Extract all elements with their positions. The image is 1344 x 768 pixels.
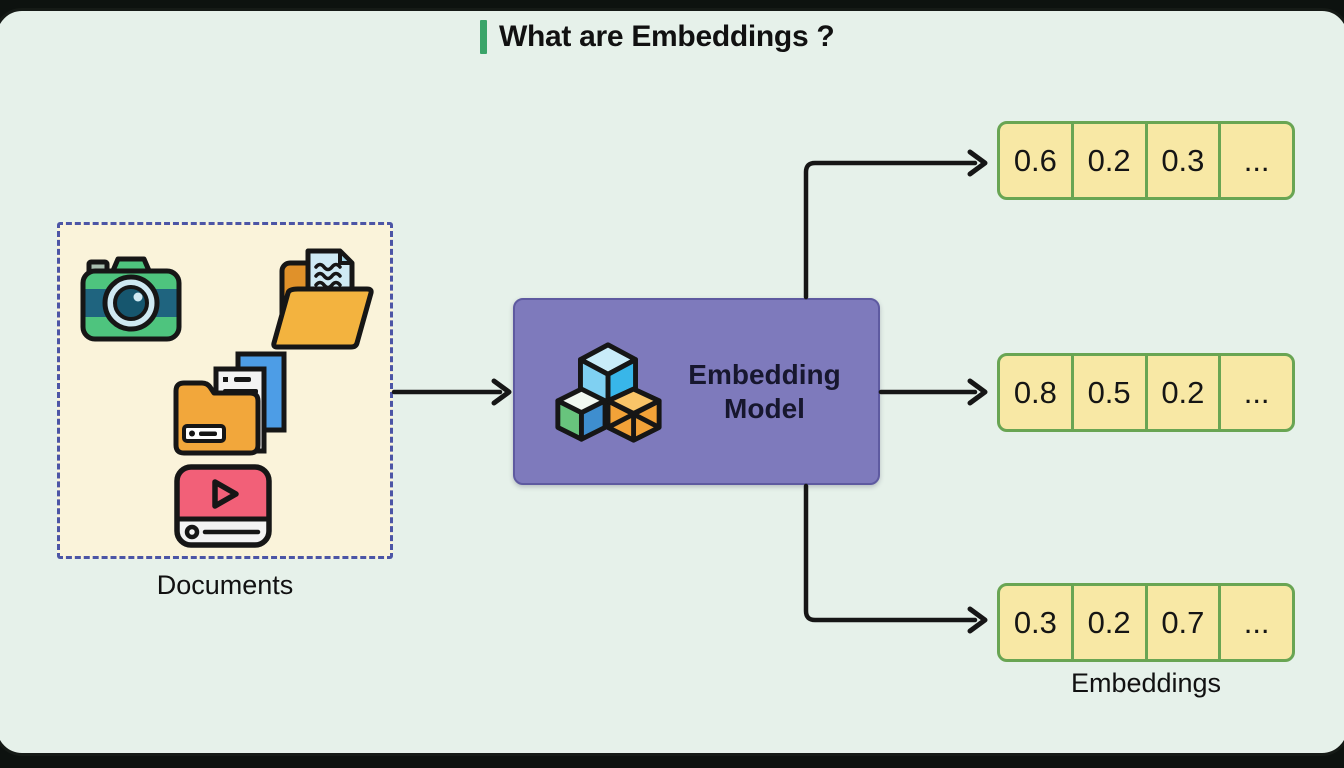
title-accent-bar (480, 20, 487, 54)
embedding-model-label-line1: Embedding (688, 359, 841, 391)
vector-cell: 0.3 (1013, 604, 1057, 640)
vector-cell: 0.2 (1070, 586, 1145, 659)
embedding-vector-row-3: 0.3 0.2 0.7 ... (997, 583, 1295, 662)
cubes-icon (549, 333, 667, 451)
vector-cell: 0.5 (1070, 356, 1145, 429)
title-text: What are Embeddings ? (499, 20, 835, 53)
vector-cell: ... (1218, 586, 1292, 659)
vector-cell: 0.2 (1144, 356, 1219, 429)
embedding-model-node: Embedding Model (513, 298, 880, 485)
vector-cell: 0.6 (1013, 142, 1057, 178)
camera-icon (78, 249, 184, 345)
embedding-vector-row-2: 0.8 0.5 0.2 ... (997, 353, 1295, 432)
vector-cell: ... (1218, 124, 1292, 197)
documents-label: Documents (156, 570, 294, 600)
embeddings-label: Embeddings (1070, 668, 1222, 698)
vector-cell: 0.8 (1013, 374, 1057, 410)
vector-cell: 0.3 (1144, 124, 1219, 197)
embedding-vector-row-1: 0.6 0.2 0.3 ... (997, 121, 1295, 200)
documents-group-box (57, 222, 393, 559)
folder-files-icon (168, 349, 290, 461)
folder-document-icon (268, 243, 376, 355)
vector-cell: 0.2 (1070, 124, 1145, 197)
embedding-model-label-line2: Model (724, 392, 805, 424)
vector-cell: ... (1218, 356, 1292, 429)
video-player-icon (172, 457, 274, 553)
embedding-model-label: Embedding Model (667, 358, 878, 424)
page-title: What are Embeddings ? (480, 20, 835, 54)
vector-cell: 0.7 (1144, 586, 1219, 659)
